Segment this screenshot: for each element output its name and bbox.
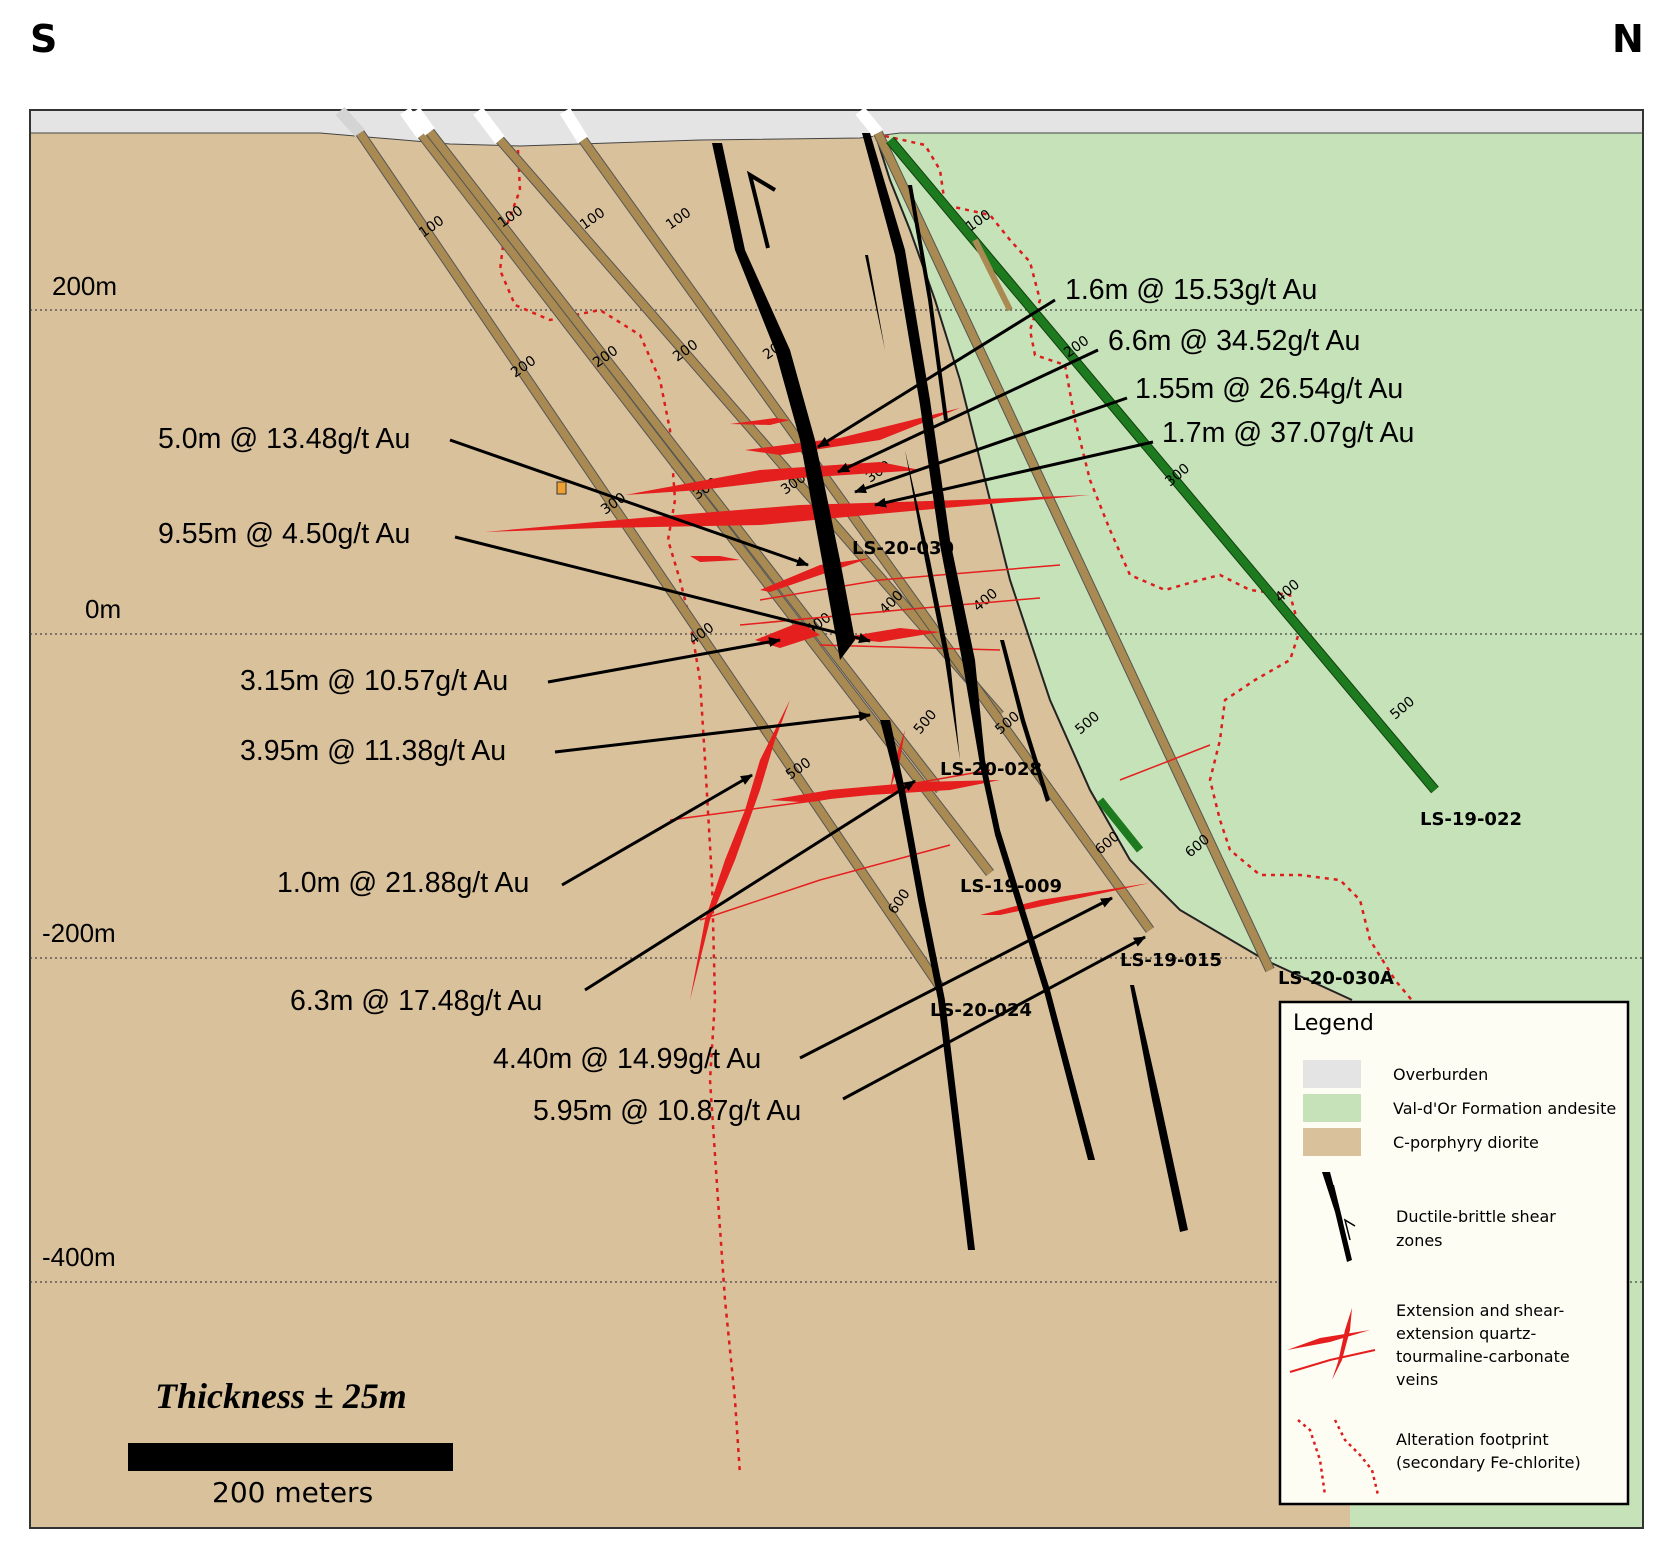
lithology-contact (874, 132, 1353, 1001)
north-label: N (1612, 17, 1644, 61)
leader-arrow (584, 779, 916, 992)
label-ls-19-009: LS-19-009 (960, 876, 1062, 897)
shear-sense-arrow (746, 170, 777, 249)
label-ls-20-024: LS-20-024 (930, 1000, 1032, 1021)
drillhole-ls-19-015 (559, 107, 1155, 933)
overburden-swatch (1303, 1060, 1361, 1088)
vein (730, 418, 790, 425)
legend-label-diorite: C-porphyry diorite (1393, 1133, 1539, 1152)
legend-title: Legend (1293, 1011, 1374, 1036)
drill-holes (335, 106, 1439, 990)
vein-trace (739, 597, 1041, 626)
intercept-label: 1.0m @ 21.88g/t Au (277, 867, 529, 899)
label-ls-20-030: LS-20-030 (852, 538, 954, 559)
vein (760, 558, 870, 592)
intercept-label: 5.0m @ 13.48g/t Au (158, 423, 410, 455)
intercept-label: 3.95m @ 11.38g/t Au (240, 735, 506, 767)
drillhole-ls-20-030a (855, 107, 1275, 973)
section-frame (29, 109, 1644, 1529)
legend-label-shear-line1: Ductile-brittle shear (1396, 1207, 1556, 1226)
intercept-label: 3.15m @ 10.57g/t Au (240, 665, 508, 697)
callout-arrows (449, 298, 1154, 1101)
intercept-label: 1.55m @ 26.54g/t Au (1135, 373, 1403, 405)
legend-label-shear-line2: zones (1396, 1231, 1443, 1250)
shear-zone (712, 143, 855, 660)
diorite-swatch (1303, 1128, 1361, 1156)
alteration-footprint (498, 134, 1421, 1476)
leader-arrow (837, 348, 1099, 474)
alteration-line-west (498, 149, 742, 1476)
leader-arrow (554, 711, 871, 754)
leader-arrow (449, 438, 809, 567)
scale-bar (128, 1443, 453, 1471)
scale-bar-label: 200 meters (212, 1476, 373, 1509)
shear-arrow (746, 170, 777, 249)
drillhole-ls-19-022 (886, 136, 1439, 794)
leader-arrow (547, 637, 781, 684)
thickness-note: Thickness ± 25m (155, 1376, 407, 1416)
drillhole-ls-20-024 (335, 106, 945, 990)
label-ls-20-028: LS-20-028 (940, 759, 1042, 780)
intercept-label: 1.7m @ 37.07g/t Au (1162, 417, 1414, 449)
label-ls-19-022: LS-19-022 (1420, 809, 1522, 830)
elevation-label-200: 200m (52, 271, 117, 301)
legend-label-overburden: Overburden (1393, 1065, 1488, 1084)
vein-trace (1119, 744, 1211, 781)
andesite-swatch (1303, 1094, 1361, 1122)
legend-label-vein-line4: veins (1396, 1370, 1438, 1389)
elevation-label-minus-400: -400m (42, 1242, 116, 1272)
vein-trace (699, 844, 951, 921)
assay-marker (556, 481, 567, 495)
leader-arrow (799, 896, 1113, 1060)
intercept-label: 6.3m @ 17.48g/t Au (290, 985, 542, 1017)
leader-arrow (842, 935, 1146, 1101)
south-label: S (30, 17, 57, 61)
leader-arrow (561, 773, 753, 887)
intercept-label: 9.55m @ 4.50g/t Au (158, 518, 410, 550)
intercept-label: 1.6m @ 15.53g/t Au (1065, 274, 1317, 306)
legend-label-alteration-line1: Alteration footprint (1396, 1430, 1549, 1449)
vein (690, 556, 740, 562)
elevation-label-minus-200: -200m (42, 918, 116, 948)
intercept-label: 5.95m @ 10.87g/t Au (533, 1095, 801, 1127)
shear-zone (908, 185, 948, 420)
shear-zone (1130, 985, 1188, 1232)
shear-zone (862, 133, 1095, 1160)
vein-trace (669, 769, 991, 821)
legend-label-vein-line3: tourmaline-carbonate (1396, 1347, 1570, 1366)
vein (770, 780, 1000, 802)
legend-label-alteration-line2: (secondary Fe-chlorite) (1396, 1453, 1581, 1472)
intercept-label: 4.40m @ 14.99g/t Au (493, 1043, 761, 1075)
alteration-line-east (884, 134, 1421, 1011)
vein-trace (759, 564, 1061, 601)
shear-zone (880, 720, 975, 1250)
shear-zone-icon (1322, 1172, 1356, 1262)
leader-arrow (874, 440, 1154, 508)
elevation-label-0: 0m (85, 594, 121, 624)
label-ls-19-015: LS-19-015 (1120, 950, 1222, 971)
legend-label-andesite: Val-d'Or Formation andesite (1393, 1099, 1616, 1118)
intercept-label: 6.6m @ 34.52g/t Au (1108, 325, 1360, 357)
legend-label-vein-line1: Extension and shear- (1396, 1301, 1564, 1320)
drillhole-ls-20-028 (410, 107, 944, 794)
thin-veins (669, 564, 1211, 921)
legend-label-vein-line2: extension quartz- (1396, 1324, 1536, 1343)
leader-arrow (854, 396, 1128, 494)
vein-icon (1287, 1308, 1376, 1380)
shear-zones (712, 133, 1188, 1250)
label-ls-20-030a: LS-20-030A (1278, 968, 1394, 989)
leader-arrow (817, 298, 1056, 449)
drillhole-ls-20-030 (473, 107, 1004, 719)
shear-zone (1000, 640, 1050, 802)
vein (745, 408, 960, 455)
leader-arrow (454, 535, 871, 644)
legend: Legend Overburden Val-d'Or Formation and… (1278, 1000, 1630, 1506)
alteration-icon (1297, 1419, 1380, 1496)
